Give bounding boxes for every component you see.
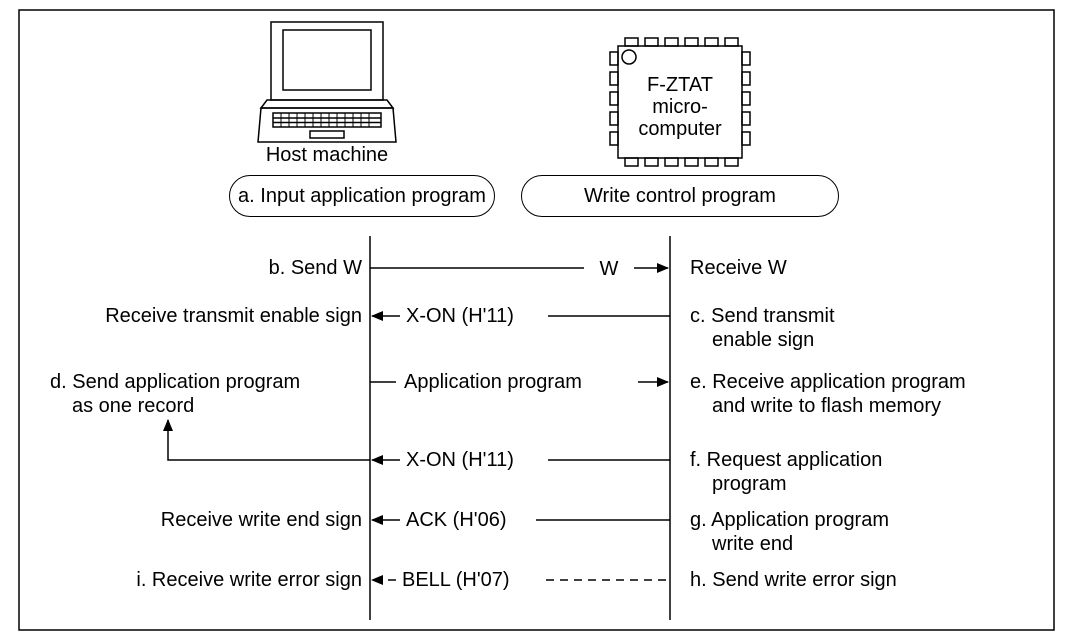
msg-xon2-label: X-ON (H'11) [406,449,514,471]
msg-app-label: Application program [404,371,582,393]
msg-ack-label: ACK (H'06) [406,509,507,531]
step-receive-end-label: Receive write end sign [160,509,362,531]
step-g-label-line2: write end [712,533,794,555]
step-e-label-line1: e. Receive application program [690,371,966,393]
step-g-label-line1: g. Application program [690,509,890,531]
step-f-label-line2: program [712,473,787,495]
step-c-label-line2: enable sign [712,329,815,351]
chip-label-line3: computer [638,118,722,140]
laptop-icon [257,21,397,143]
chip-label-line2: micro- [652,96,708,118]
msg-bell-label: BELL (H'07) [402,569,510,591]
microcomputer-chip-icon [609,37,751,167]
step-h-label: h. Send write error sign [690,569,897,591]
chip-label: F-ZTAT micro- computer [618,74,742,140]
msg-xon1-label: X-ON (H'11) [406,305,514,327]
step-d-label-line1: d. Send application program [50,371,301,393]
chip-pill: Write control program [521,175,839,217]
host-pill-text: a. Input application program [238,184,486,207]
step-i-label: i. Receive write error sign [136,569,362,591]
step-receive-w-label: Receive W [690,257,787,279]
msg-w-label: W [599,258,619,280]
host-pill: a. Input application program [229,175,495,217]
step-receive-enable-label: Receive transmit enable sign [105,305,362,327]
step-c-label-line1: c. Send transmit [690,305,835,327]
chip-label-line1: F-ZTAT [647,74,713,96]
host-machine-label: Host machine [265,144,389,166]
step-b-label: b. Send W [268,257,362,279]
step-e-label-line2: and write to flash memory [712,395,941,417]
step-f-label-line1: f. Request application [690,449,883,471]
diagram-frame [18,9,1055,631]
step-d-label-line2: as one record [72,395,195,417]
return-loop-arrow [163,419,370,461]
chip-pill-text: Write control program [584,184,776,207]
